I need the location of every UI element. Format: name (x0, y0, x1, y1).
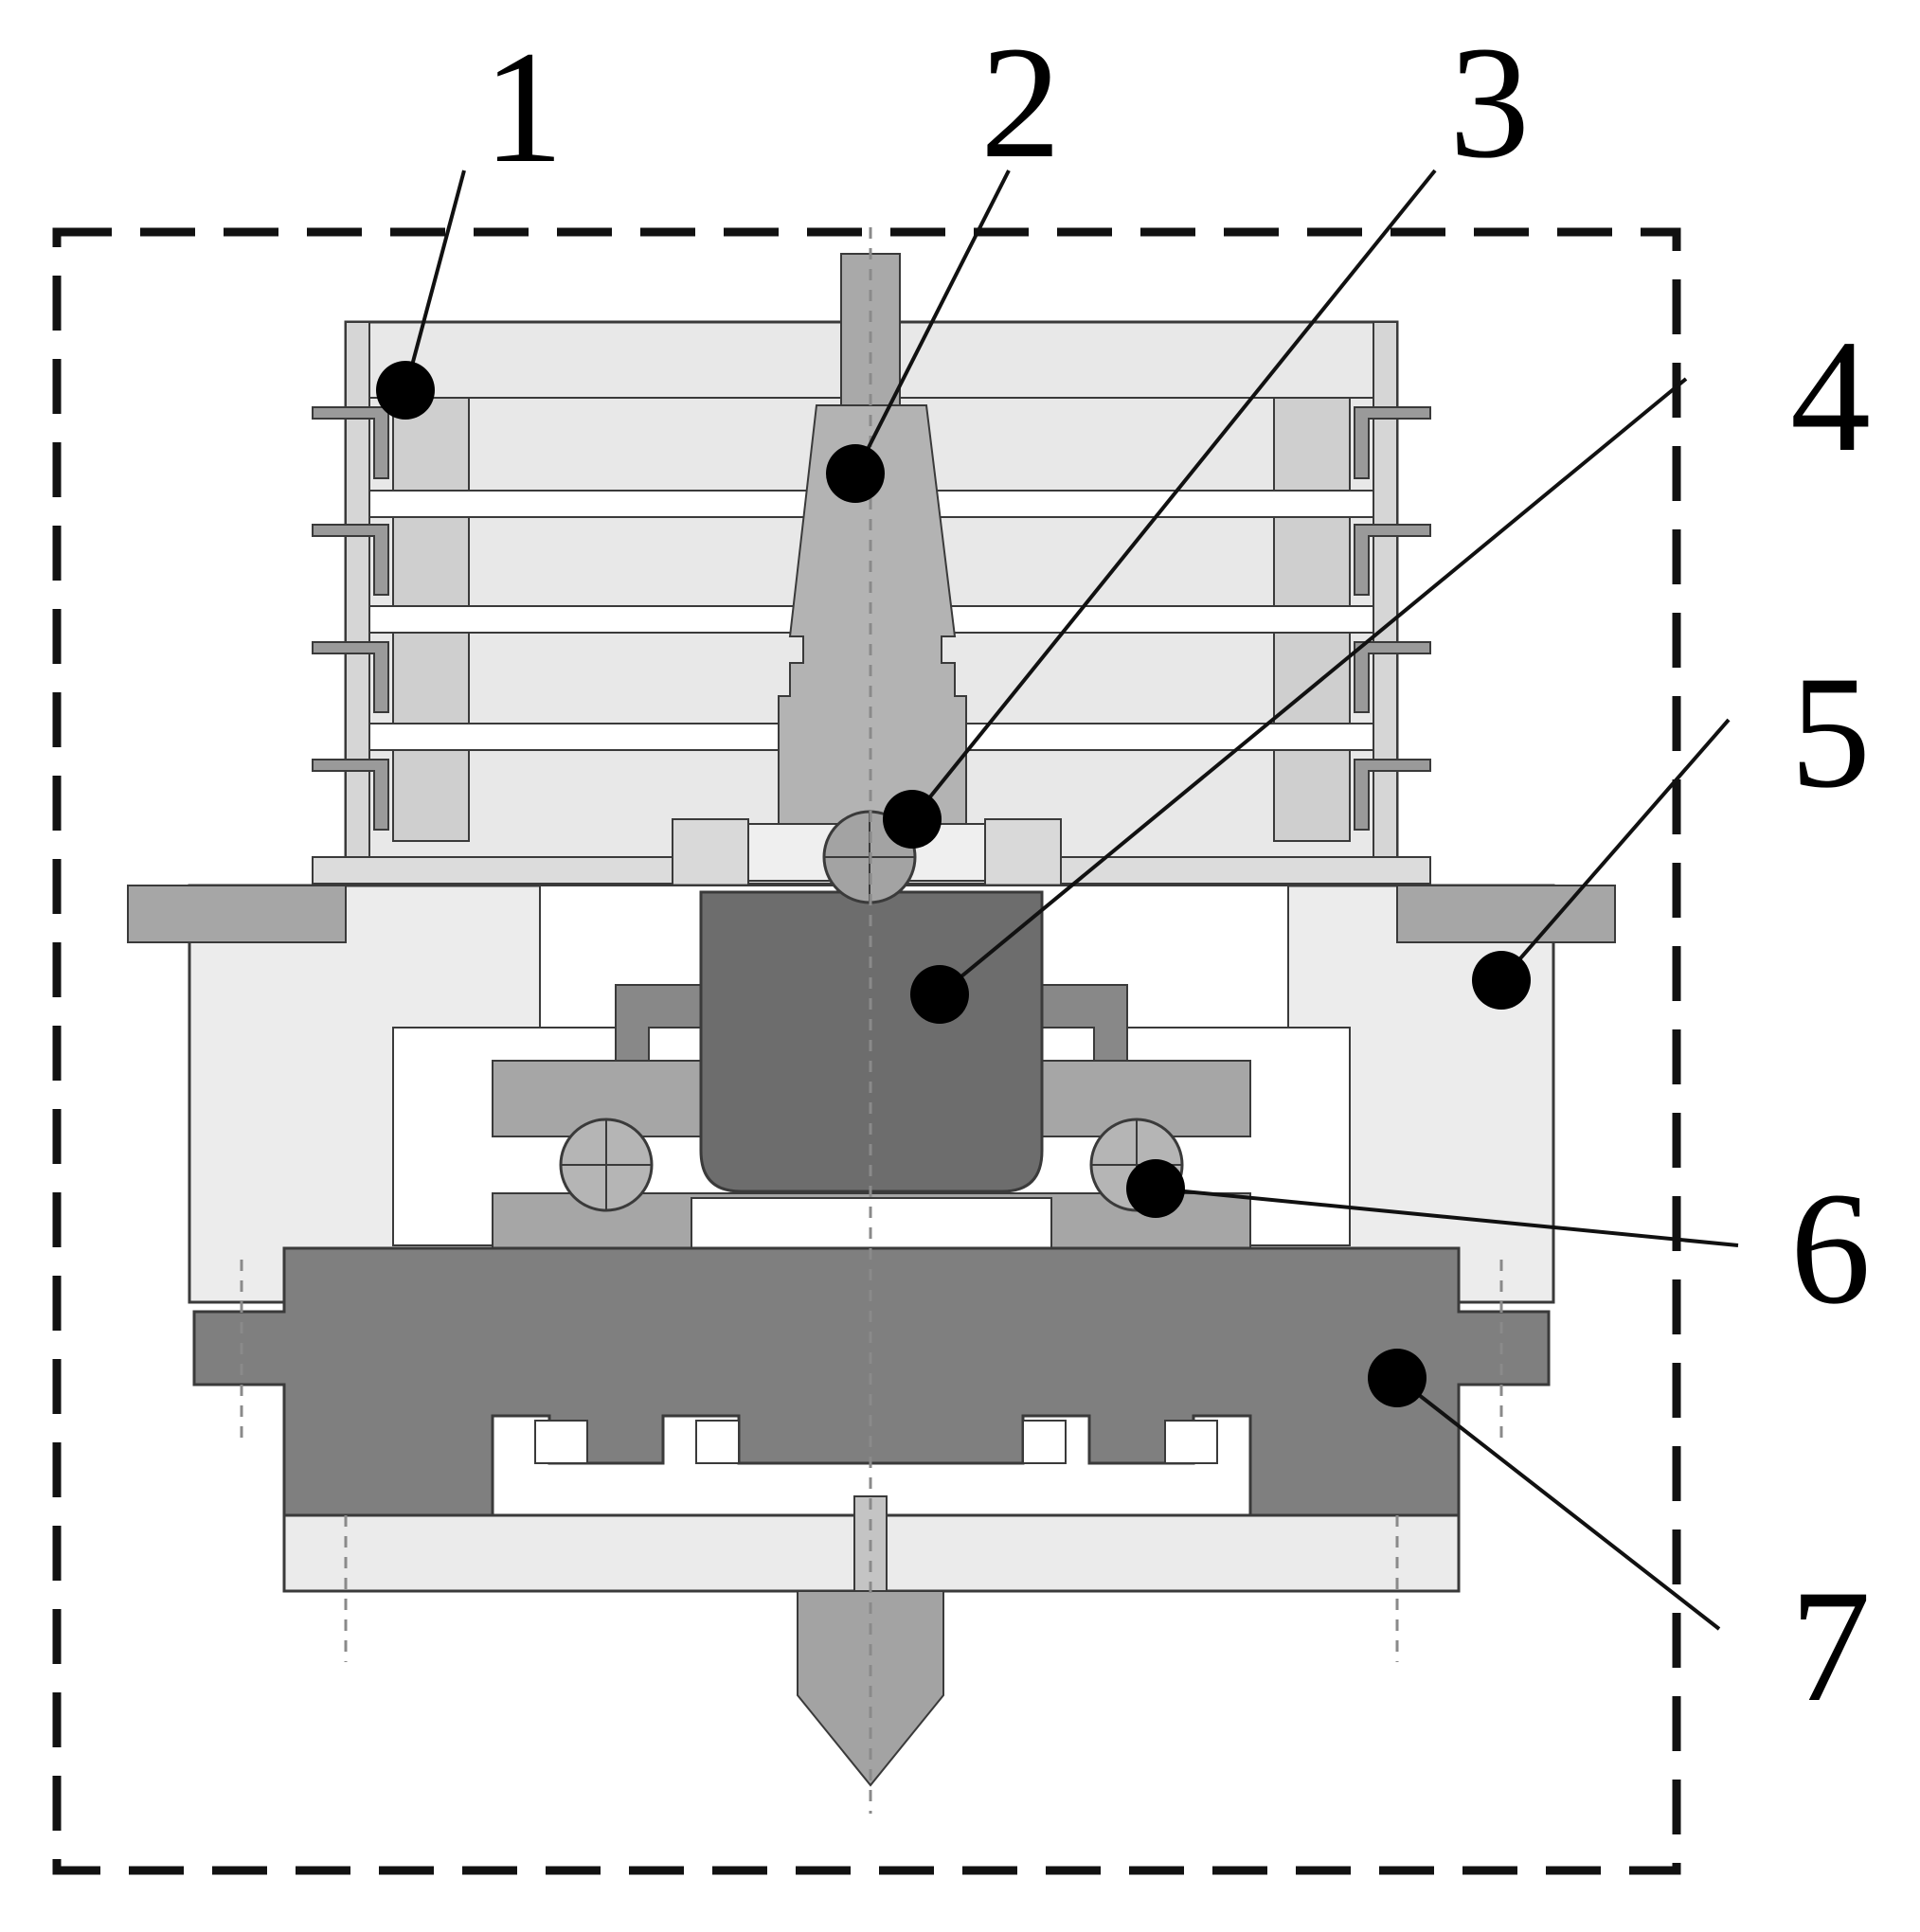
callout-dot-4 (910, 965, 969, 1024)
callout-label-7: 7 (1790, 1557, 1871, 1735)
center-lines (240, 227, 1503, 1814)
callout-label-3: 3 (1449, 13, 1530, 191)
callout-label-5: 5 (1790, 643, 1871, 821)
callout-dot-2 (826, 444, 885, 503)
callout-dot-1 (376, 361, 435, 420)
callout-label-6: 6 (1790, 1159, 1871, 1337)
callout-dot-3 (883, 790, 942, 849)
callout-labels: 1 2 3 4 5 6 7 (483, 13, 1871, 1735)
callout-dots (376, 361, 1531, 1407)
callout-label-4: 4 (1790, 307, 1871, 485)
boundary-frame (52, 227, 1681, 1875)
callout-label-1: 1 (483, 18, 564, 196)
callout-dot-5 (1472, 951, 1531, 1010)
callout-label-2: 2 (980, 13, 1061, 191)
leader-lines (404, 169, 1739, 1631)
callout-dot-7 (1368, 1349, 1427, 1407)
callout-dot-6 (1126, 1159, 1185, 1218)
